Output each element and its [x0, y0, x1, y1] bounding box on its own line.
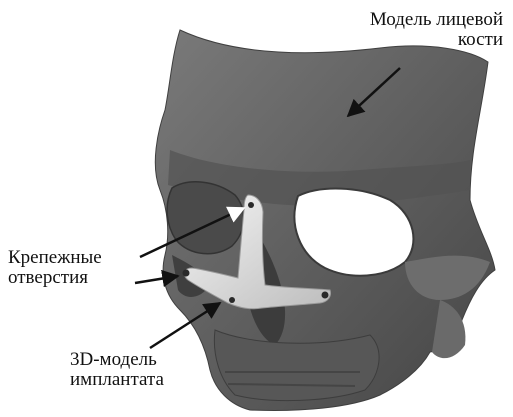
label-line: Модель лицевой — [370, 10, 503, 30]
label-implant-model: 3D-модель имплантата — [70, 350, 164, 390]
label-line: Крепежные — [8, 248, 102, 268]
facial-bone-model — [155, 30, 495, 410]
mounting-hole — [322, 292, 329, 299]
mounting-hole — [183, 270, 190, 277]
mounting-hole — [248, 202, 254, 208]
label-line: отверстия — [8, 268, 102, 288]
label-line: кости — [370, 30, 503, 50]
label-line: имплантата — [70, 370, 164, 390]
label-mounting-holes: Крепежные отверстия — [8, 248, 102, 288]
mounting-hole — [229, 297, 235, 303]
left-eye-socket — [167, 182, 244, 254]
label-facial-bone-model: Модель лицевой кости — [370, 10, 503, 50]
label-line: 3D-модель — [70, 350, 164, 370]
